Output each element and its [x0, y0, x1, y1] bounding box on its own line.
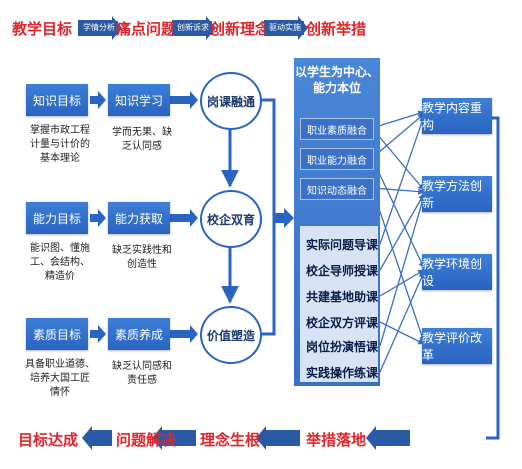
reform-box-method: 教学方法创新 [422, 176, 492, 212]
header-item-teaching-goal: 教学目标 [12, 20, 73, 38]
learn-desc-line: 缺乏实践性和 [112, 245, 172, 256]
circle-label: 校企双育 [206, 212, 255, 227]
course-item: 校企导师授课 [306, 264, 379, 278]
center-title: 以学生为中心、 能力本位 [294, 64, 380, 96]
integration-professional-ability: 职业能力融合 [300, 148, 374, 170]
circle-value-shaping: 价值塑造 [200, 306, 262, 364]
learn-desc-line: 学而无果、缺 [112, 127, 172, 138]
reform-box-environment: 教学环境创设 [422, 254, 492, 290]
circle-post-course-integration: 岗课融通 [200, 72, 262, 130]
reform-label: 教学评价改革 [422, 331, 483, 362]
goal-desc-line: 基本理论 [40, 153, 80, 164]
goal-desc-line: 计量与计价的 [30, 139, 90, 150]
reform-label: 教学方法创新 [422, 179, 483, 210]
course-item: 实际问题导课 [306, 238, 379, 252]
goal-desc-line: 工、会结构、 [30, 257, 90, 268]
footer-arrows [82, 426, 410, 450]
goal-box-knowledge: 知识目标 [26, 84, 88, 116]
center-title-line: 能力本位 [312, 81, 361, 95]
reform-box-content: 教学内容重构 [422, 98, 492, 134]
cross-links [371, 110, 426, 373]
goal-box-quality: 素质目标 [26, 318, 88, 350]
header-item-innovation-idea: 创新理念 [210, 20, 271, 38]
footer-item-goal-achieved: 目标达成 [18, 431, 79, 449]
goal-desc-ability: 能识图、懂施 工、会结构、 精造价 [20, 242, 100, 284]
right-bracket [486, 116, 500, 440]
footer-item-idea-rooted: 理念生根 [200, 431, 261, 449]
goal-desc-quality: 具备职业道德、 培养大国工匠 情怀 [16, 358, 104, 400]
flow-label-innovation-demand: 创新诉求 [174, 21, 212, 35]
goal-desc-line: 具备职业道德、 [25, 359, 95, 370]
integration-label: 职业能力融合 [307, 155, 367, 167]
circle-school-enterprise: 校企双育 [200, 190, 262, 248]
learn-desc-line: 创造性 [127, 259, 157, 270]
goal-desc-line: 精造价 [45, 271, 75, 282]
goal-desc-line: 掌握市政工程 [30, 125, 90, 136]
row-arrow [90, 91, 106, 343]
circles-bracket [262, 98, 276, 336]
learn-desc-quality: 缺乏认同感和 责任感 [102, 360, 182, 388]
learn-desc-line: 缺乏认同感和 [112, 361, 172, 372]
goal-desc-line: 培养大国工匠 [30, 373, 90, 384]
integration-label: 职业素质融合 [307, 125, 367, 137]
learn-box-knowledge: 知识学习 [108, 84, 170, 116]
header-item-pain-point: 痛点问题 [116, 20, 177, 38]
learn-desc-knowledge: 学而无果、缺 乏认同感 [102, 126, 182, 154]
center-title-line: 以学生为中心、 [294, 65, 379, 79]
learn-box-ability: 能力获取 [108, 202, 170, 234]
reform-label: 教学内容重构 [422, 101, 483, 132]
integration-knowledge-dynamic: 知识动态融合 [300, 178, 374, 200]
learn-box-quality: 素质养成 [108, 318, 170, 350]
circle-label: 岗课融通 [206, 94, 255, 109]
footer-item-problem-solved: 问题解决 [116, 431, 177, 449]
goal-label: 素质目标 [32, 327, 81, 342]
course-item: 岗位扮演悟课 [306, 340, 379, 354]
goal-desc-line: 能识图、懂施 [30, 243, 90, 254]
course-item: 实践操作练课 [306, 366, 379, 380]
reform-label: 教学环境创设 [422, 257, 483, 288]
reform-box-evaluation: 教学评价改革 [422, 328, 492, 364]
learn-label: 知识学习 [114, 93, 163, 108]
header-item-innovation-measures: 创新举措 [306, 20, 367, 38]
goal-desc-line: 情怀 [50, 387, 70, 398]
learn-desc-line: 责任感 [127, 375, 157, 386]
learn-label: 素质养成 [114, 327, 163, 342]
learn-desc-ability: 缺乏实践性和 创造性 [102, 244, 182, 272]
flow-label-situation-analysis: 学情分析 [80, 21, 118, 35]
learn-label: 能力获取 [114, 211, 163, 226]
bracket-arrow [274, 208, 294, 228]
integration-label: 知识动态融合 [307, 185, 367, 197]
flow-label-driven-implementation: 驱动实施 [266, 21, 304, 35]
course-item: 共建基地助课 [306, 290, 379, 304]
footer-item-measures-landed: 举措落地 [306, 431, 367, 449]
course-block [300, 226, 378, 382]
row-arrow [170, 91, 198, 343]
goal-label: 能力目标 [32, 211, 81, 226]
learn-desc-line: 乏认同感 [122, 141, 162, 152]
course-item: 校企双方评课 [306, 316, 379, 330]
goal-box-ability: 能力目标 [26, 202, 88, 234]
circle-label: 价值塑造 [206, 328, 255, 343]
goal-label: 知识目标 [32, 93, 81, 108]
integration-professional-quality: 职业素质融合 [300, 118, 374, 140]
goal-desc-knowledge: 掌握市政工程 计量与计价的 基本理论 [20, 124, 100, 166]
